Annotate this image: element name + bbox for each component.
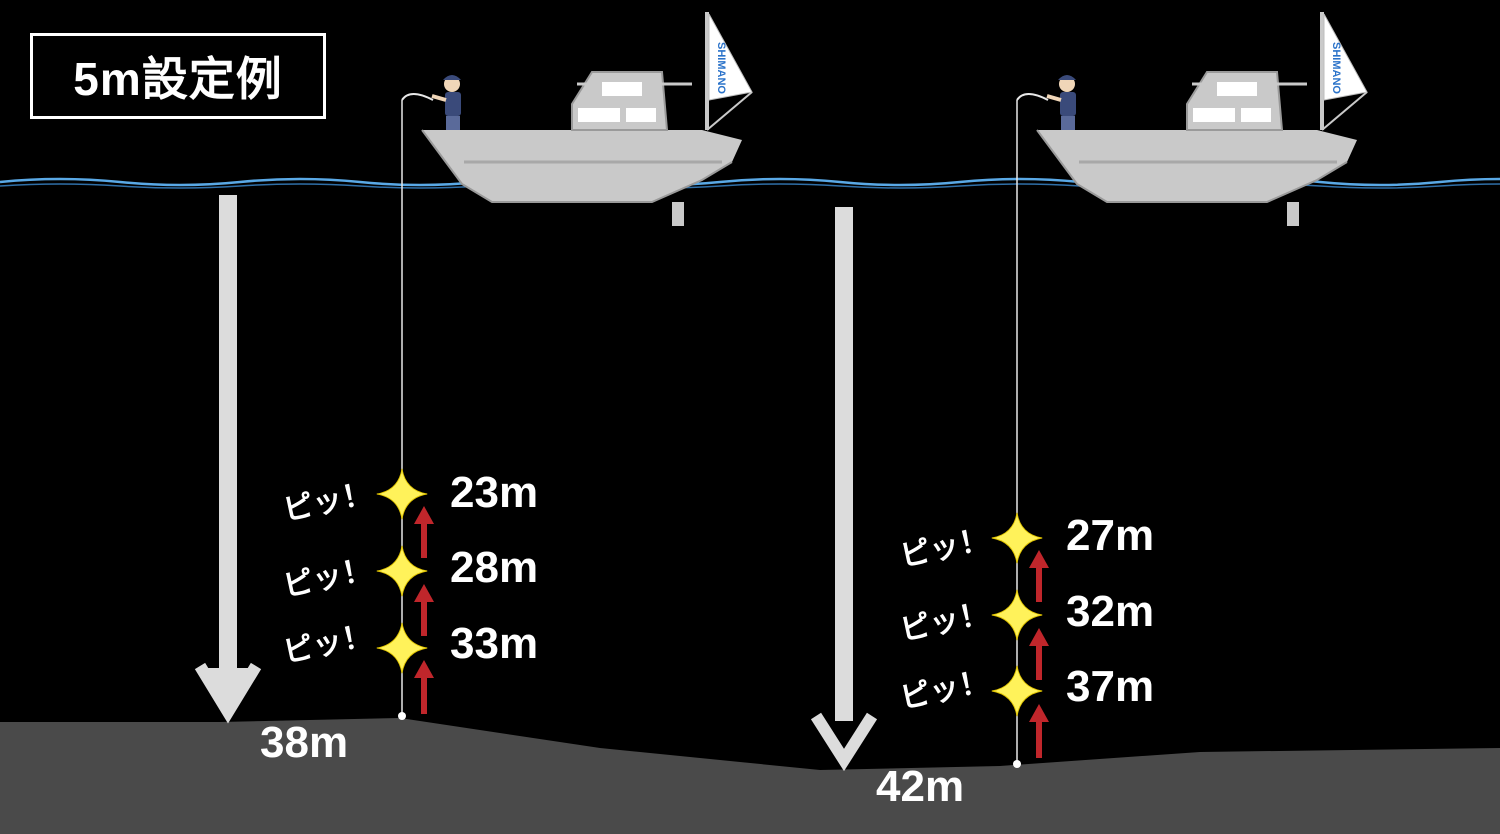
depth-label: 28m (450, 543, 539, 592)
boat-icon (1035, 12, 1369, 228)
fishing-rod (1016, 93, 1049, 101)
reel-up-arrow (1029, 704, 1049, 758)
reel-up-arrow (414, 660, 434, 714)
page-title: 5m設定例 (73, 53, 283, 105)
depth-label: 37m (1066, 662, 1155, 711)
bottom-depth-label: 38m (260, 718, 349, 767)
sparkle-icon (376, 468, 428, 520)
depth-label: 23m (450, 468, 539, 517)
sparkle-icon (991, 665, 1043, 717)
sinker (398, 712, 406, 720)
sparkle-icon (376, 622, 428, 674)
descent-arrow-shaft (219, 195, 237, 673)
boat-icon (420, 12, 754, 228)
depth-label: 32m (1066, 587, 1155, 636)
depth-label: 27m (1066, 511, 1155, 560)
sinker (1013, 760, 1021, 768)
sparkle-icon (991, 589, 1043, 641)
bottom-depth-label: 42m (876, 762, 965, 811)
reel-up-arrow (1029, 628, 1049, 680)
seabed (0, 718, 1500, 834)
reel-up-arrow (414, 506, 434, 558)
title-box: 5m設定例 (30, 33, 326, 119)
depth-label: 33m (450, 619, 539, 668)
panel-left (194, 12, 754, 724)
fishing-rod (401, 93, 434, 101)
reel-up-arrow (1029, 550, 1049, 602)
panel-right (810, 12, 1369, 772)
sparkle-icon (376, 545, 428, 597)
sparkle-icon (991, 512, 1043, 564)
reel-up-arrow (414, 584, 434, 636)
descent-arrow-head (203, 668, 253, 712)
descent-arrow-shaft (835, 207, 853, 721)
